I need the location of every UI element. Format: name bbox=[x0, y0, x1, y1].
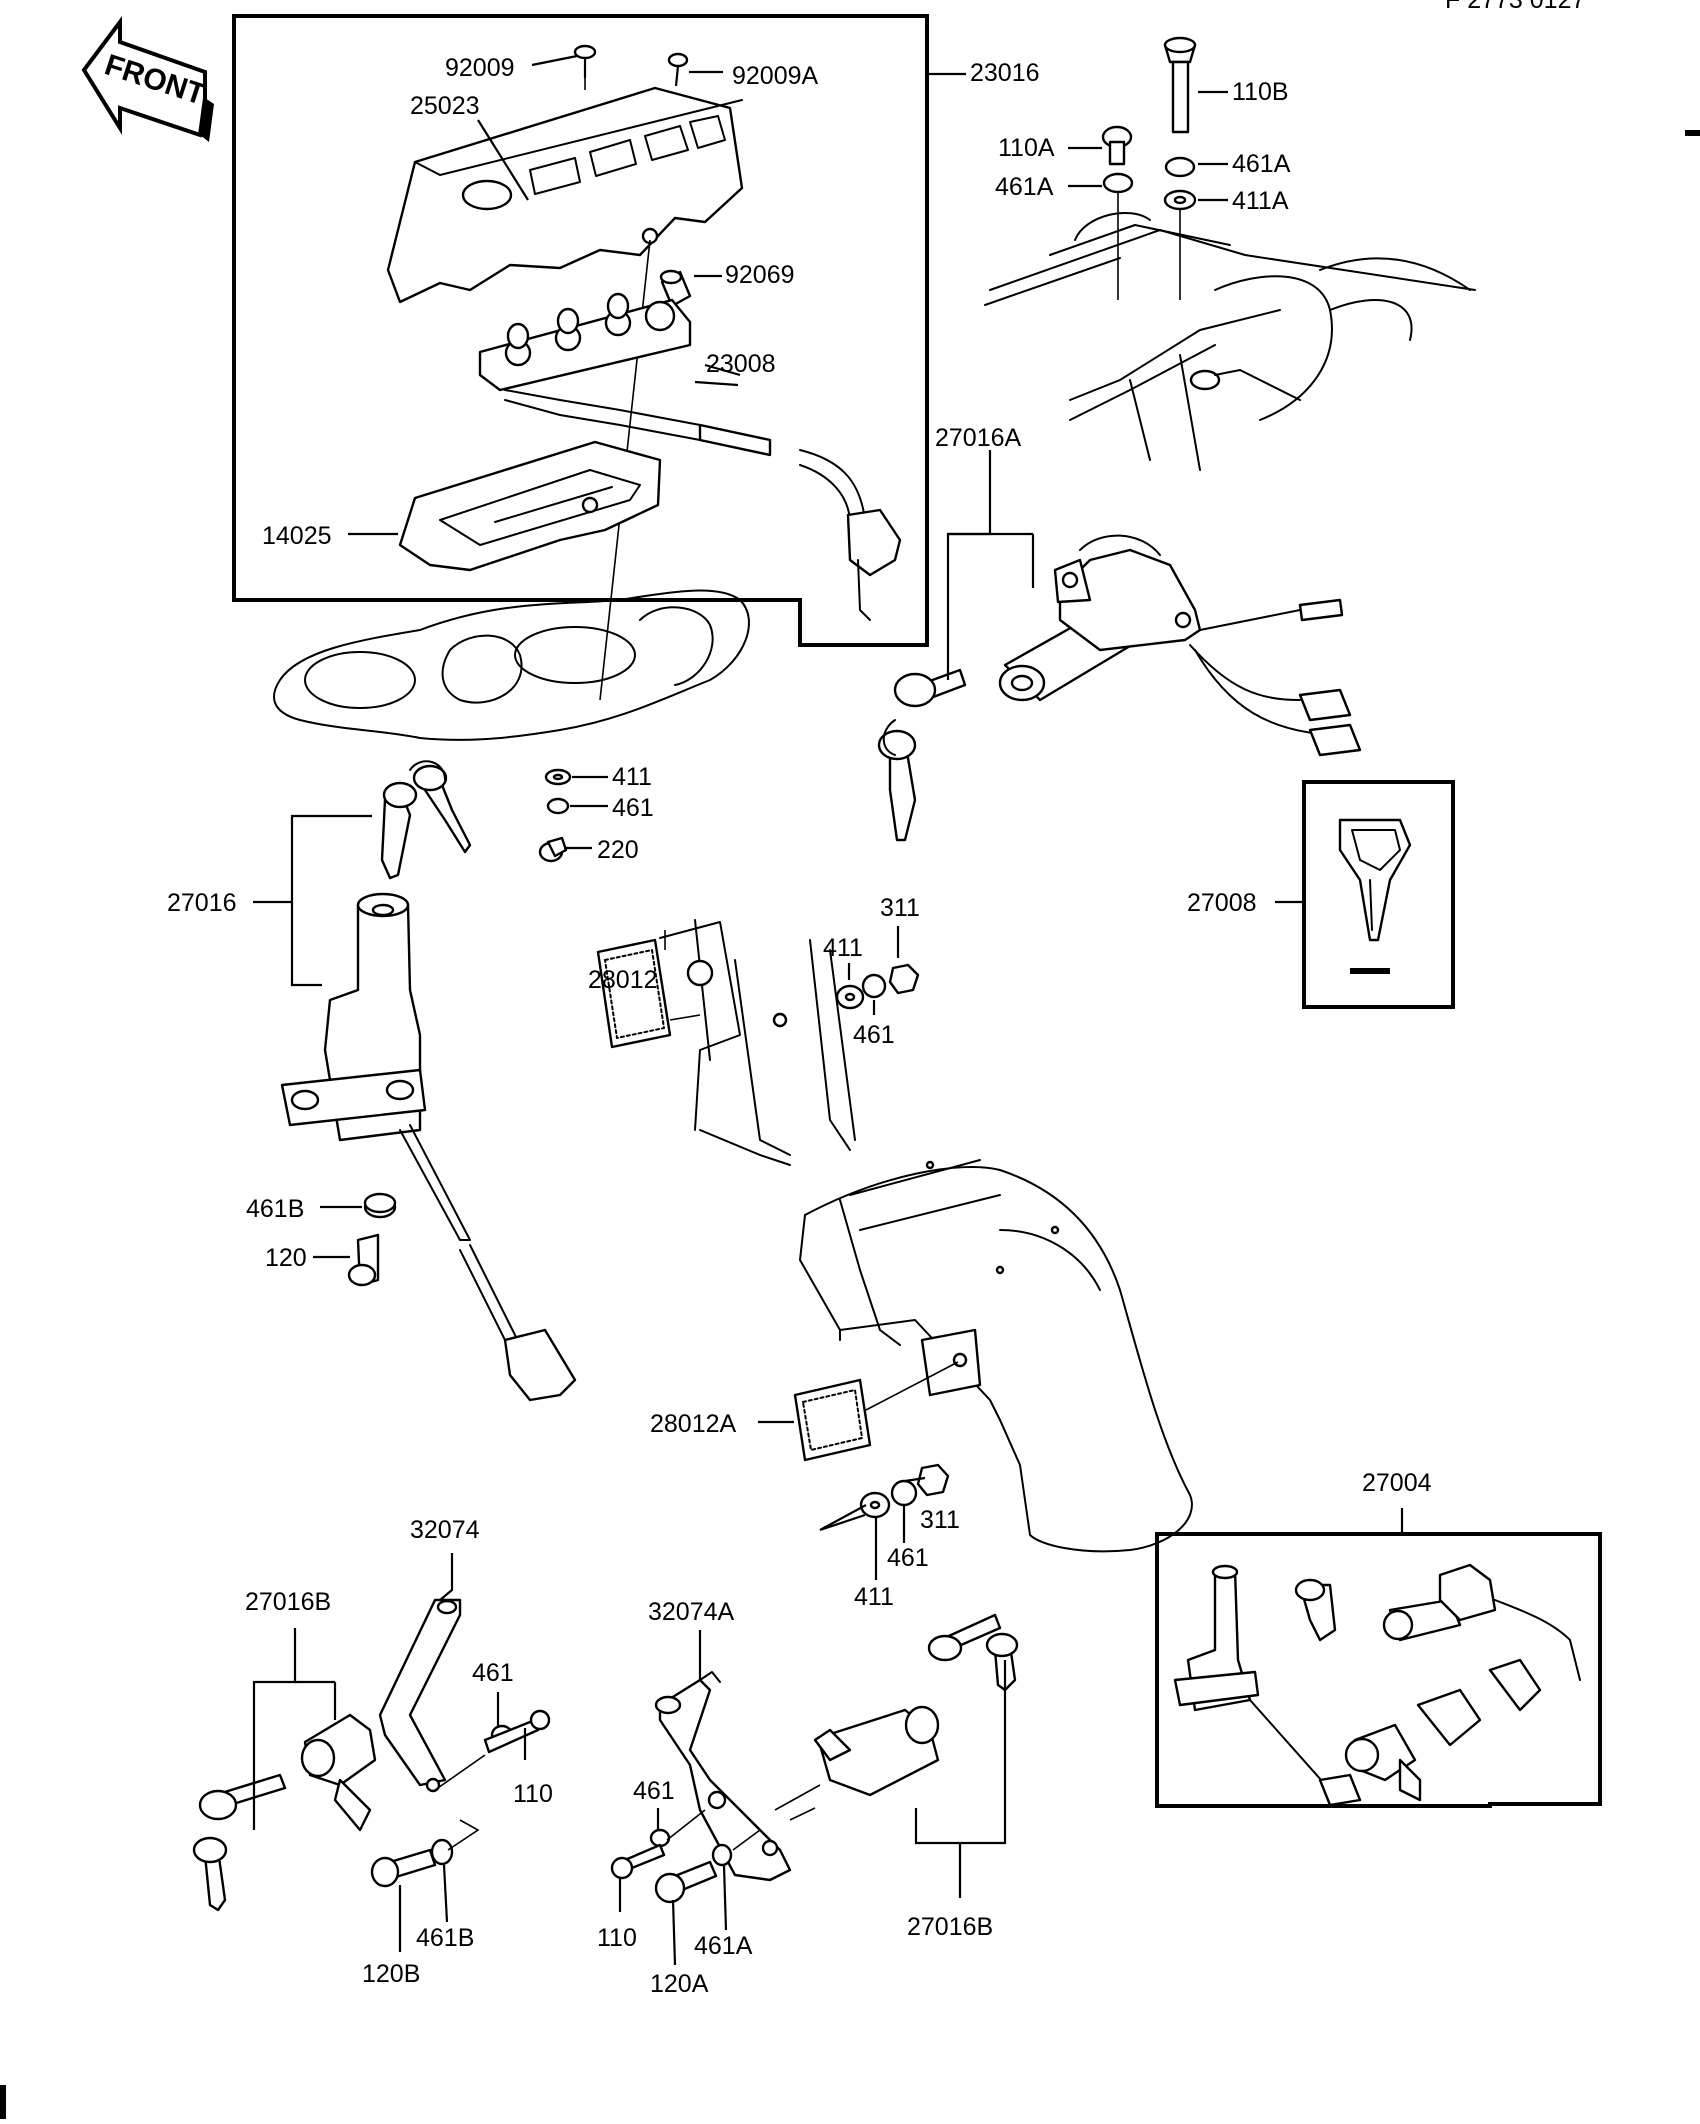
bolt-110B bbox=[1163, 36, 1197, 134]
label-110-bottom-left: 110 bbox=[513, 1780, 553, 1808]
label-27004: 27004 bbox=[1362, 1469, 1432, 1497]
label-461-low: 461 bbox=[887, 1544, 929, 1572]
label-27016B-right: 27016B bbox=[907, 1913, 993, 1941]
label-461A-top-right: 461A bbox=[1232, 150, 1291, 178]
label-461-bottom-middle: 461 bbox=[633, 1777, 675, 1805]
label-120B: 120B bbox=[362, 1960, 420, 1988]
label-461A-top-left: 461A bbox=[995, 173, 1054, 201]
label-461-top: 461 bbox=[612, 794, 654, 822]
ignition-switch-27016 bbox=[280, 892, 577, 1402]
label-411-mid: 411 bbox=[823, 934, 863, 962]
label-27008: 27008 bbox=[1187, 889, 1257, 917]
label-110B: 110B bbox=[1232, 78, 1289, 106]
key-set-27016A bbox=[877, 668, 967, 842]
label-28012A: 28012A bbox=[650, 1410, 737, 1438]
frame-section-top-right bbox=[984, 211, 1476, 471]
label-32074: 32074 bbox=[410, 1516, 480, 1544]
label-23016: 23016 bbox=[970, 59, 1040, 87]
box-27004 bbox=[1155, 1508, 1602, 1808]
box-27008 bbox=[1302, 780, 1455, 1009]
switch-set-27004 bbox=[1173, 1563, 1581, 1807]
label-461-mid: 461 bbox=[853, 1021, 895, 1049]
bolt-120 bbox=[347, 1233, 380, 1287]
indicator-cover-25023 bbox=[386, 86, 744, 304]
key-set-27016B-left bbox=[192, 1773, 287, 1912]
bolt-110-bm bbox=[610, 1843, 666, 1880]
key-set-27016 bbox=[380, 760, 472, 880]
label-411A: 411A bbox=[1232, 187, 1289, 215]
label-27016: 27016 bbox=[167, 889, 237, 917]
washer-461-low bbox=[890, 1479, 918, 1507]
label-32074A: 32074A bbox=[648, 1598, 735, 1626]
label-411-top: 411 bbox=[612, 763, 652, 791]
washer-461B bbox=[363, 1192, 397, 1219]
label-461A-bottom-middle: 461A bbox=[694, 1932, 753, 1960]
washer-461-mid bbox=[861, 973, 887, 999]
indicator-socket-23008 bbox=[478, 292, 902, 621]
washer-411-mid bbox=[835, 984, 865, 1010]
washer-461A-left bbox=[1102, 172, 1134, 194]
bolt-110A bbox=[1101, 125, 1133, 166]
blank-key-27008 bbox=[1338, 818, 1412, 974]
nut-311-low bbox=[916, 1463, 950, 1497]
rear-fender bbox=[799, 1159, 1193, 1553]
label-461-bottom-left: 461 bbox=[472, 1659, 514, 1687]
label-27016A: 27016A bbox=[935, 424, 1022, 452]
header-code: F 2773 0127 bbox=[1445, 0, 1585, 14]
bolt-220 bbox=[538, 836, 568, 863]
indicator-base-14025 bbox=[398, 440, 662, 572]
label-92069: 92069 bbox=[725, 261, 795, 289]
label-28012: 28012 bbox=[588, 966, 658, 994]
screw-92009A bbox=[667, 52, 689, 87]
reflector-28012 bbox=[596, 938, 672, 1049]
washer-411-low bbox=[859, 1491, 891, 1519]
label-120: 120 bbox=[265, 1244, 307, 1272]
helmet-lock-27016B-right bbox=[774, 1705, 940, 1821]
washer-461-bm bbox=[649, 1828, 671, 1848]
washer-461A-bm bbox=[711, 1843, 733, 1867]
key-set-27016B-right bbox=[927, 1613, 1019, 1692]
label-311-top: 311 bbox=[880, 894, 920, 922]
washer-461-top bbox=[546, 797, 570, 815]
rear-frame-section bbox=[659, 919, 856, 1166]
helmet-lock-27016B-left bbox=[300, 1713, 377, 1832]
label-461B-bottom: 461B bbox=[416, 1924, 474, 1952]
washer-411-top bbox=[544, 768, 572, 786]
edge-mark-right bbox=[1685, 130, 1700, 136]
leader-lines bbox=[252, 54, 1228, 1966]
steering-lock-27016A bbox=[998, 534, 1362, 757]
reflector-28012A bbox=[793, 1361, 959, 1462]
bracket-32074 bbox=[378, 1598, 462, 1793]
bulb-92069 bbox=[659, 269, 692, 308]
nut-311-mid bbox=[888, 963, 920, 995]
screw-92009 bbox=[573, 44, 597, 78]
label-110A: 110A bbox=[998, 134, 1055, 162]
upper-triple-clamp bbox=[273, 589, 750, 741]
label-411-low: 411 bbox=[854, 1583, 894, 1611]
label-461B: 461B bbox=[246, 1195, 304, 1223]
bolt-120B bbox=[370, 1848, 437, 1888]
label-120A: 120A bbox=[650, 1970, 709, 1998]
bracket-32074A bbox=[654, 1671, 792, 1882]
washer-411A bbox=[1163, 189, 1197, 211]
label-92009A: 92009A bbox=[732, 62, 819, 90]
label-220: 220 bbox=[597, 836, 639, 864]
label-23008: 23008 bbox=[706, 350, 776, 378]
washer-461B-bottom bbox=[430, 1838, 454, 1866]
box-23016 bbox=[232, 14, 966, 647]
label-110-bottom-middle: 110 bbox=[597, 1924, 637, 1952]
front-arrow-icon: FRONT bbox=[81, 16, 214, 142]
label-311-low: 311 bbox=[920, 1506, 960, 1534]
label-92009: 92009 bbox=[445, 54, 515, 82]
label-25023: 25023 bbox=[410, 92, 480, 120]
edge-mark-left bbox=[0, 2085, 6, 2119]
bolt-120A bbox=[654, 1860, 718, 1904]
washer-461A-right bbox=[1164, 156, 1196, 178]
label-14025: 14025 bbox=[262, 522, 332, 550]
label-27016B-left: 27016B bbox=[245, 1588, 331, 1616]
